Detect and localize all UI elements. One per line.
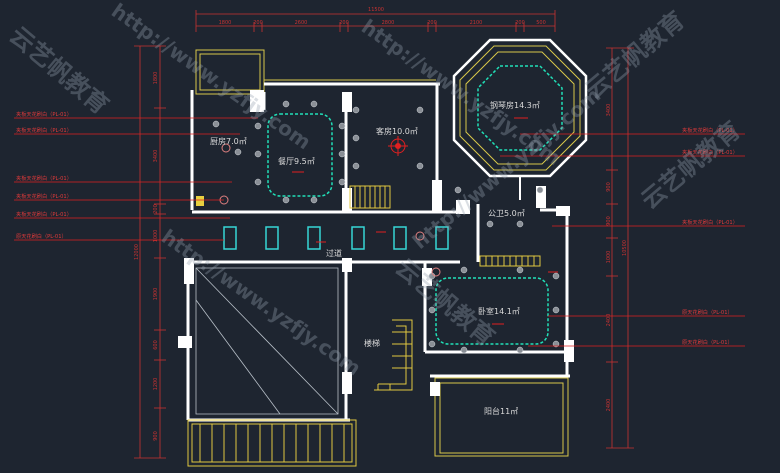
right-annotation: 夹板天花刷白（PL-01） <box>682 218 738 226</box>
room-labels: 厨房7.0㎡ 餐厅9.5㎡ 客房10.0㎡ 钢琴房14.3㎡ 公卫5.0㎡ 过道… <box>210 100 540 416</box>
top-dim-seg: 200 <box>339 20 349 26</box>
room-label-bath: 公卫5.0㎡ <box>488 209 525 218</box>
right-dimension-texts: 10500 3400 900 900 1000 2400 2400 <box>606 104 628 412</box>
left-dimension-chain <box>134 45 166 459</box>
room-label-piano: 钢琴房14.3㎡ <box>490 100 540 110</box>
top-dim-seg: 2800 <box>382 20 395 26</box>
right-annotation: 原天花刷白（PL-01） <box>682 308 733 316</box>
right-dimension-chain <box>606 47 634 449</box>
top-dim-seg: 200 <box>253 20 263 26</box>
right-leaders <box>500 133 745 347</box>
left-dim-seg: 1900 <box>153 288 159 301</box>
room-label-bedroom: 卧室14.1㎡ <box>478 306 520 316</box>
right-annotation-texts: 夹板天花刷白（PL-01） 夹板天花刷白（PL-01） 夹板天花刷白（PL-01… <box>682 126 738 346</box>
ceiling-lights <box>212 100 560 354</box>
right-annotation: 夹板天花刷白（PL-01） <box>682 148 738 156</box>
left-dim-total: 12000 <box>134 244 140 260</box>
bedroom-ceiling-outline <box>435 277 549 345</box>
right-annotation: 原天花刷白（PL-01） <box>682 338 733 346</box>
left-annotation: 夹板天花刷白（PL-01） <box>16 126 72 134</box>
room-label-living: 客房10.0㎡ <box>376 126 418 136</box>
void-lines <box>195 267 339 415</box>
room-label-balcony: 阳台11㎡ <box>484 406 518 416</box>
left-dim-seg: 200 <box>153 204 159 214</box>
top-dim-seg: 1800 <box>219 20 232 26</box>
top-dimension-chain <box>195 10 556 32</box>
left-dim-seg: 600 <box>153 340 159 350</box>
top-dimension-texts: 11500 1800 200 2600 200 2800 200 2100 20… <box>219 7 546 26</box>
right-dim-seg: 2400 <box>606 399 612 412</box>
right-dim-seg: 1000 <box>606 251 612 264</box>
left-dim-seg: 1800 <box>153 72 159 85</box>
top-dim-seg: 2600 <box>295 20 308 26</box>
right-dim-seg: 3400 <box>606 104 612 117</box>
wall-posts <box>178 90 574 396</box>
chandelier-symbol <box>388 136 408 156</box>
ceiling-outlines <box>267 113 549 345</box>
top-dim-seg: 200 <box>515 20 525 26</box>
left-dim-seg: 900 <box>153 431 159 441</box>
top-dim-total: 11500 <box>368 7 384 13</box>
left-leaders <box>14 117 258 241</box>
left-annotation: 夹板天花刷白（PL-01） <box>16 110 72 118</box>
left-dimension-texts: 12000 1800 3400 200 1000 1900 600 1200 9… <box>134 72 159 441</box>
room-label-kitchen: 厨房7.0㎡ <box>210 136 247 146</box>
right-dim-seg: 900 <box>606 182 612 192</box>
balcony-left <box>187 419 357 467</box>
right-dim-seg: 2400 <box>606 314 612 327</box>
right-dim-seg: 900 <box>606 216 612 226</box>
top-dim-seg: 500 <box>536 20 546 26</box>
left-annotation-texts: 夹板天花刷白（PL-01） 夹板天花刷白（PL-01） 夹板天花刷白（PL-01… <box>16 110 72 240</box>
piano-room-walls <box>452 38 588 200</box>
left-dim-seg: 3400 <box>153 150 159 163</box>
corridor-light-boxes <box>223 226 449 250</box>
right-dim-total: 10500 <box>622 240 628 256</box>
room-label-corridor: 过道 <box>326 248 342 258</box>
stairs <box>349 185 541 391</box>
room-label-stairs: 楼梯 <box>364 338 380 348</box>
left-annotation: 原天花刷白（PL-01） <box>16 232 67 240</box>
top-dim-seg: 2100 <box>470 20 483 26</box>
room-label-dining: 餐厅9.5㎡ <box>278 157 315 166</box>
dining-ceiling-outline <box>267 113 333 197</box>
right-annotation: 夹板天花刷白（PL-01） <box>682 126 738 134</box>
left-annotation: 夹板天花刷白（PL-01） <box>16 210 72 218</box>
left-dim-seg: 1000 <box>153 230 159 243</box>
left-dim-seg: 1200 <box>153 378 159 391</box>
top-dim-seg: 200 <box>427 20 437 26</box>
label-marks <box>292 117 558 325</box>
left-annotation: 夹板天花刷白（PL-01） <box>16 192 72 200</box>
left-annotation: 夹板天花刷白（PL-01） <box>16 174 72 182</box>
